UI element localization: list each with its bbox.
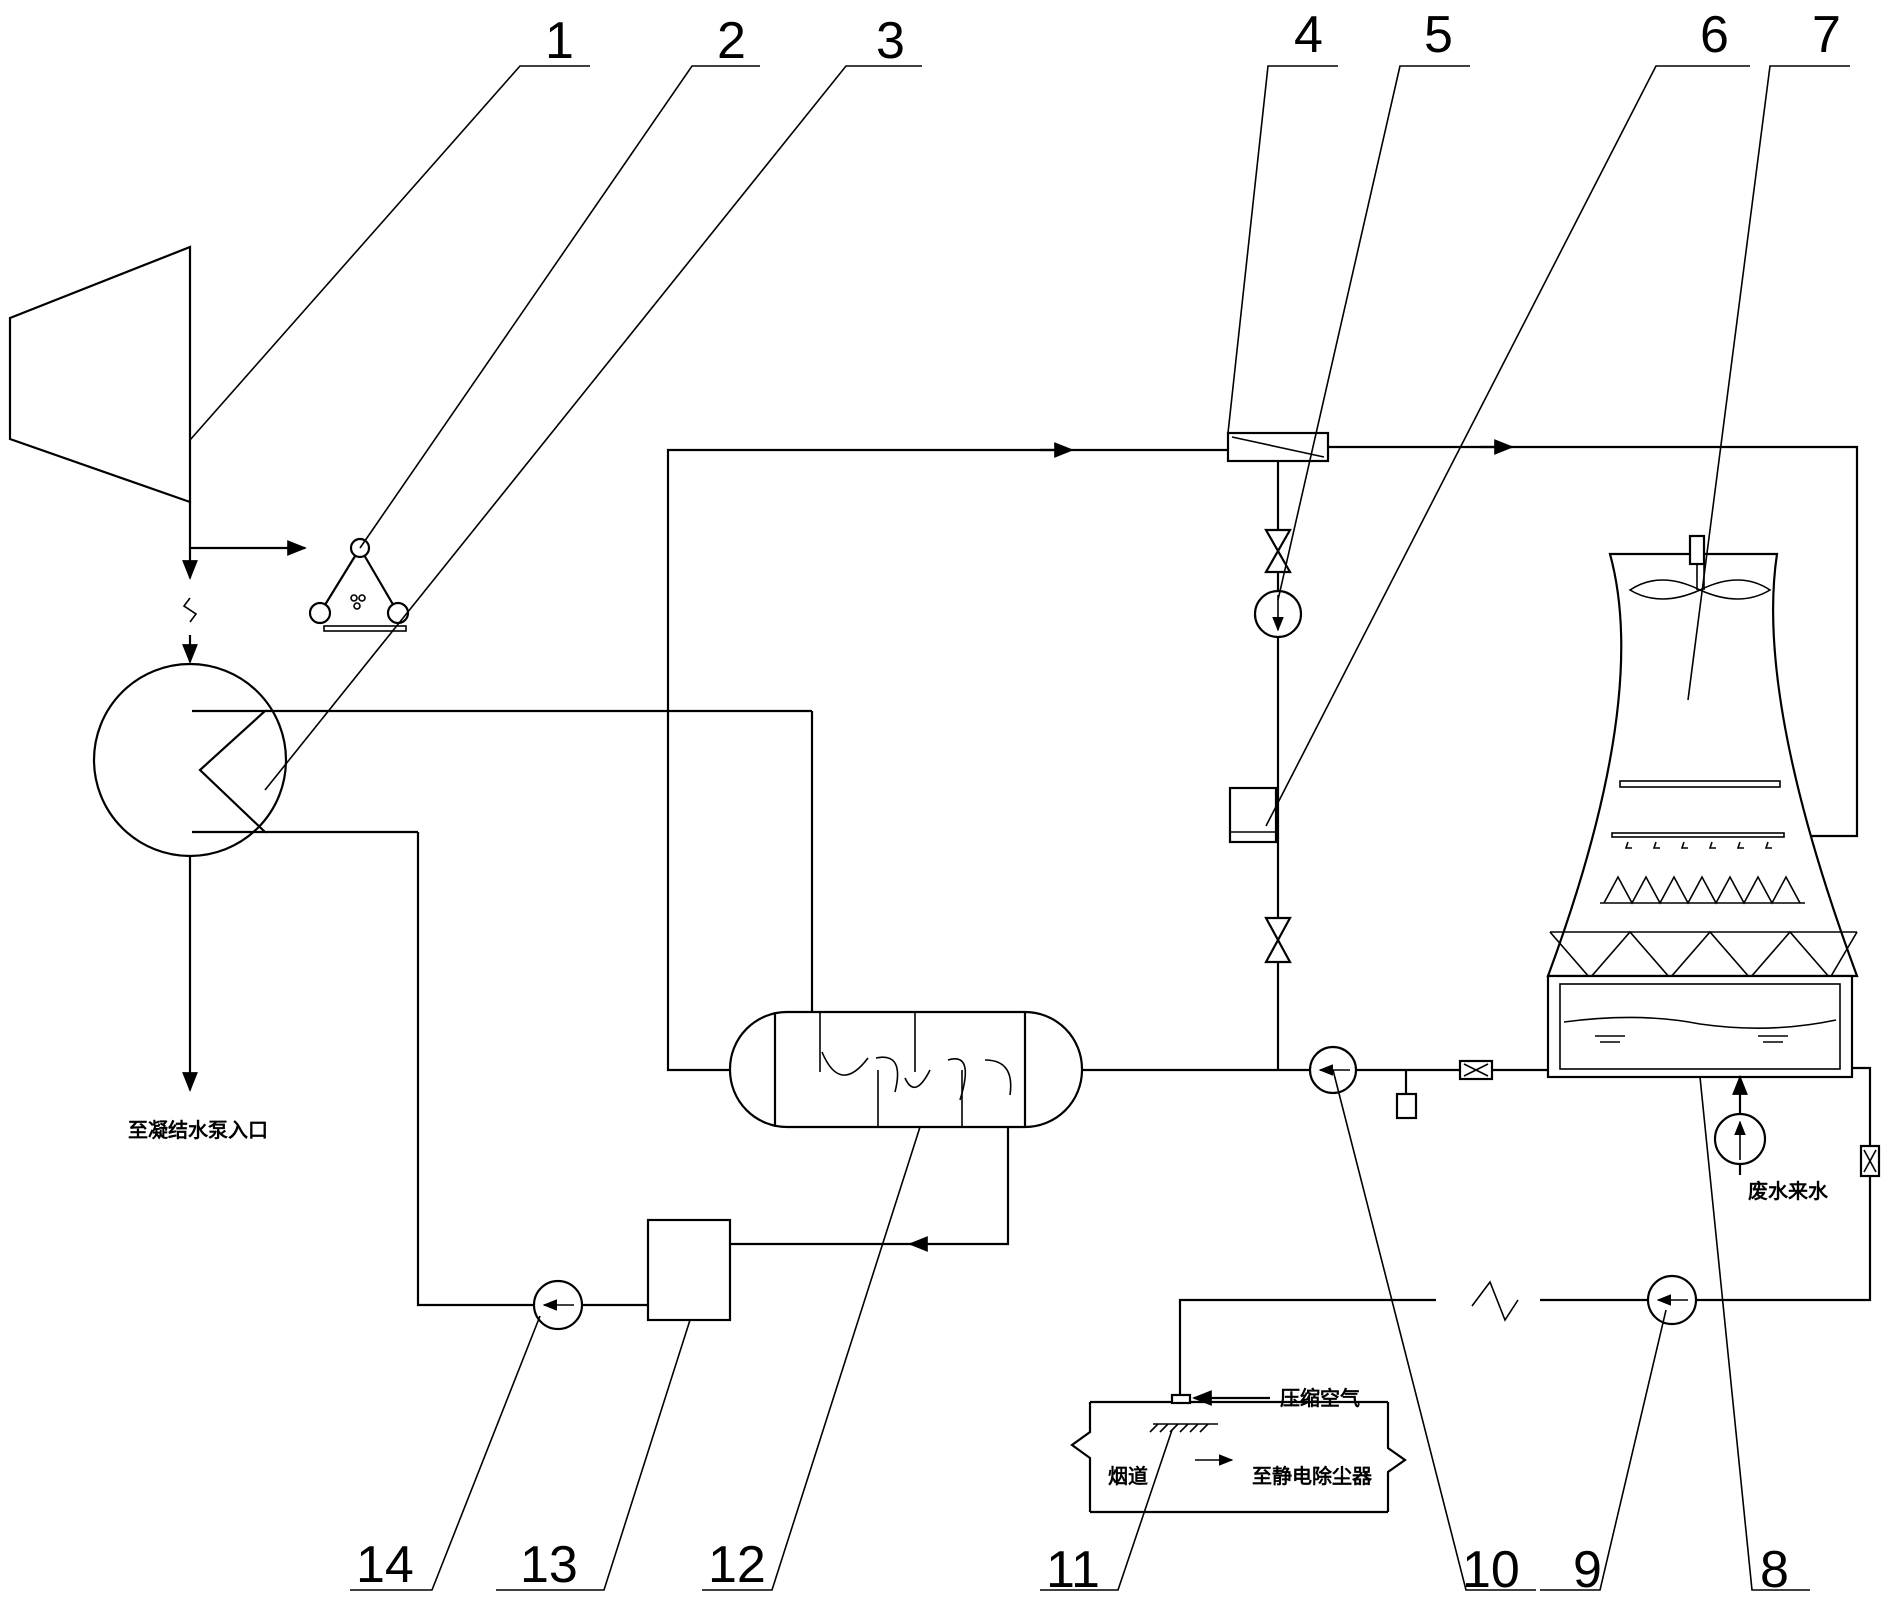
callout-13: 13 (520, 1536, 578, 1594)
flue-duct (1070, 1393, 1407, 1514)
callout-5: 5 (1424, 6, 1453, 64)
callout-8: 8 (1760, 1541, 1789, 1599)
wastewater-pump (1713, 1112, 1767, 1166)
tank-6 (1228, 786, 1278, 844)
drum-bottom-line (908, 1127, 1010, 1252)
callout-6: 6 (1700, 6, 1729, 64)
pump-14 (532, 1279, 584, 1331)
pump-9 (1646, 1274, 1698, 1326)
callout-3: 3 (876, 12, 905, 70)
flue-label: 烟道 (1108, 1464, 1148, 1488)
flow-meter-10 (1458, 1059, 1494, 1081)
callout-9: 9 (1573, 1541, 1602, 1599)
valve-lower (1264, 916, 1292, 964)
cooling-tower-basin (1546, 974, 1854, 1079)
break-to-nozzle-line (1178, 1298, 1436, 1400)
callout-2: 2 (717, 12, 746, 70)
pump14-return-line (416, 832, 534, 1307)
pump-5 (1253, 589, 1303, 639)
callout-11: 11 (1046, 1541, 1100, 1599)
turbine-exhaust-line (182, 502, 307, 664)
steam-header-line (666, 448, 1060, 1072)
compressed-air-label: 压缩空气 (1280, 1386, 1360, 1410)
callout-12: 12 (708, 1536, 766, 1594)
air-cooled-unit (308, 537, 410, 632)
callout-14: 14 (356, 1536, 414, 1594)
sampling-point (1395, 1070, 1418, 1120)
tower-drain-line (1696, 1066, 1872, 1302)
evaporator-drum (728, 1010, 1084, 1129)
callout-7: 7 (1812, 6, 1841, 64)
valve-upper (1264, 528, 1292, 574)
tank-13 (646, 1218, 732, 1322)
to-condensate-pump-label: 至凝结水泵入口 (128, 1118, 268, 1142)
to-esp-label: 至静电除尘器 (1252, 1464, 1373, 1488)
callout-10: 10 (1462, 1541, 1520, 1599)
steam-turbine (8, 245, 192, 504)
callout-1: 1 (545, 12, 574, 70)
condenser (92, 662, 812, 858)
cooling-tower (1546, 534, 1859, 980)
wastewater-inlet-label: 废水来水 (1748, 1179, 1829, 1203)
callout-4: 4 (1294, 6, 1323, 64)
callout-leaders (189, 65, 1850, 1591)
pipe-break-symbol (1471, 1280, 1519, 1322)
flow-meter-9 (1859, 1144, 1881, 1178)
